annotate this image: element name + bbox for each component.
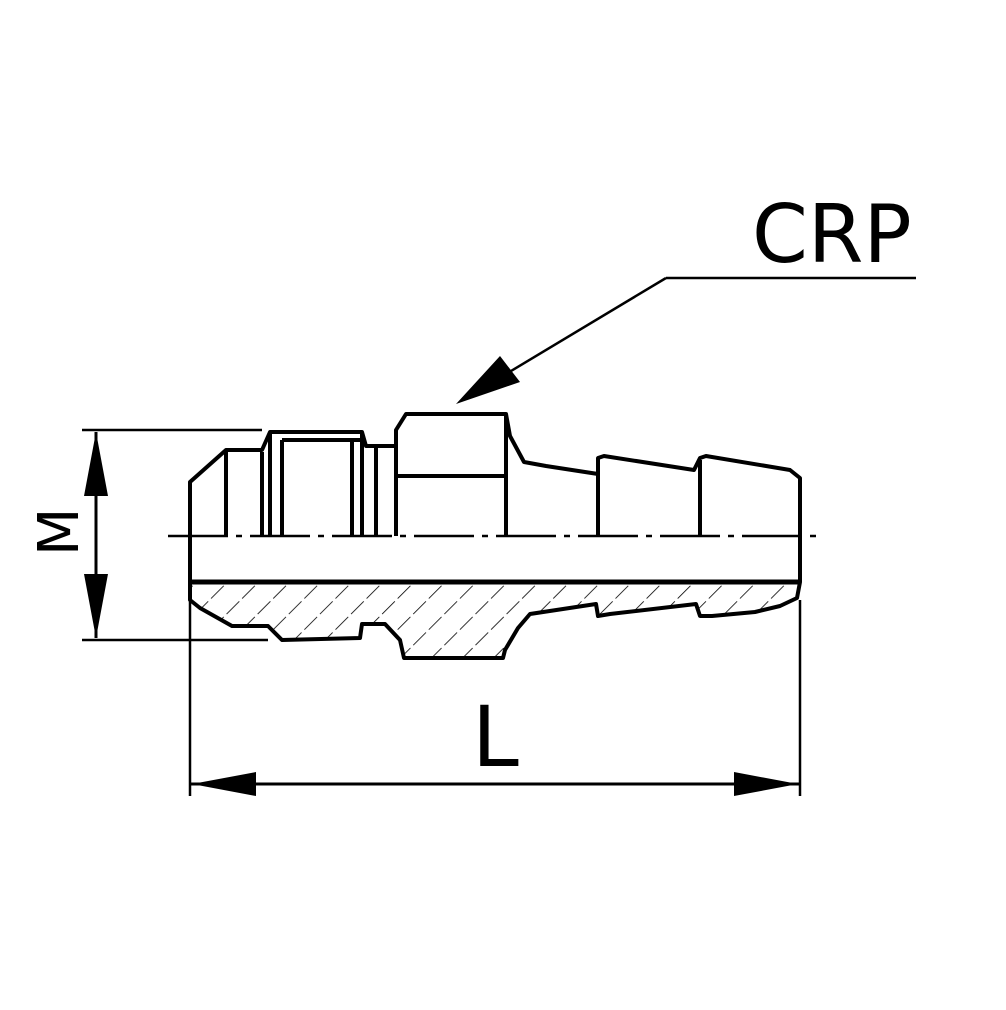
fitting-upper-outline <box>188 412 802 582</box>
length-dimension <box>188 600 802 796</box>
crp-leader <box>456 276 916 404</box>
length-label: L <box>472 688 519 786</box>
thread-label: M <box>27 508 92 556</box>
crp-label: CRP <box>752 188 912 281</box>
section-hatch <box>188 580 802 660</box>
thread-dimension <box>82 428 268 642</box>
